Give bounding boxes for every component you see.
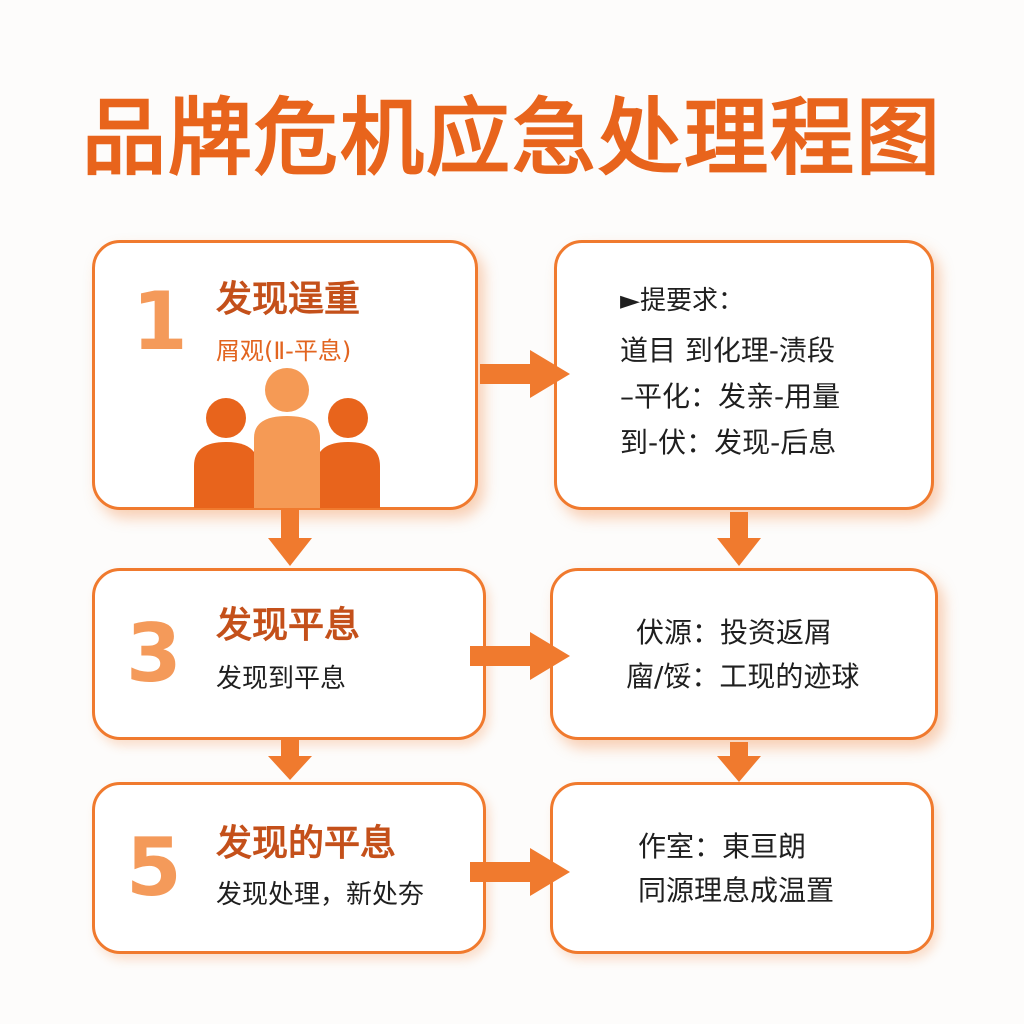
step-1-title: 发现逞重	[216, 279, 361, 320]
step-1-number: 1	[132, 275, 188, 368]
step-3-subtitle: 发现到平息	[216, 664, 347, 694]
info-box-2-line-1: 伏源：投资返屑	[636, 616, 833, 649]
info-box-3-line-1: 作室：東亘朗	[638, 830, 807, 863]
step-1-subtitle: 屑观(Ⅱ-平息)	[216, 337, 352, 365]
step-5-number: 5	[126, 821, 182, 914]
info-box-3-line-2: 同源理息成温置	[638, 874, 835, 907]
arrow-info-1-to-info-2	[717, 512, 761, 566]
page-title: 品牌危机应急处理程图	[81, 89, 942, 187]
arrow-step-3-to-step-5	[268, 740, 312, 780]
step-5-title: 发现的平息	[216, 823, 397, 864]
step-3-number: 3	[126, 607, 182, 700]
people-group-icon	[194, 368, 380, 508]
info-box-1-line-3: –平化：发亲-用量	[620, 380, 841, 413]
info-box-1-line-4: 到-伏：发现-后息	[620, 426, 837, 459]
step-5-subtitle: 发现处理，新处夯	[216, 880, 425, 910]
arrow-step-1-to-step-3	[268, 510, 312, 566]
info-box-2-line-2: 廇/馁：工现的迹球	[626, 660, 860, 693]
arrow-info-2-to-info-3	[717, 742, 761, 782]
step-3-title: 发现平息	[216, 605, 361, 646]
info-box-1-line-2: 道目 到化理-渍段	[620, 334, 836, 367]
info-box-1-line-1: ►提要求：	[620, 286, 744, 316]
step-5-box	[92, 782, 486, 954]
info-box-3	[550, 782, 934, 954]
step-3-box	[92, 568, 486, 740]
info-box-2	[550, 568, 938, 740]
info-box-1	[554, 240, 934, 510]
